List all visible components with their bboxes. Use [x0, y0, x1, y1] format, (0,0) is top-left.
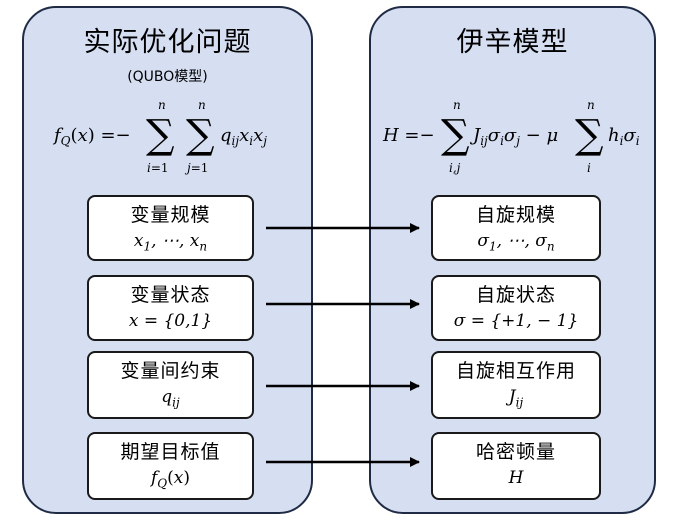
box-value: σ = {+1, − 1} — [453, 311, 579, 331]
box-variable-constraint: 变量间约束 qij — [87, 351, 254, 419]
box-variable-state: 变量状态 x = {0,1} — [87, 275, 254, 341]
svg-text:∑: ∑ — [575, 112, 604, 158]
svg-text:fQ(x) =−: fQ(x) =− — [52, 125, 131, 148]
box-value: σ1, ⋯, σn — [477, 231, 555, 254]
svg-text:Jijσiσj − μ: Jijσiσj − μ — [469, 125, 558, 148]
box-label: 变量规模 — [130, 204, 211, 226]
box-value: x = {0,1} — [128, 311, 213, 331]
ising-panel: 伊辛模型 H =− ∑ n i,j Jijσiσj − μ ∑ n i hiσi… — [369, 6, 656, 514]
qubo-formula-svg: fQ(x) =− ∑ n i=1 ∑ n j=1 qijxixj — [52, 98, 267, 175]
box-value: fQ(x) — [150, 468, 190, 491]
qubo-panel-title: 实际优化问题 — [83, 27, 252, 58]
box-hamiltonian: 哈密顿量 H — [431, 432, 601, 500]
box-spin-state: 自旋状态 σ = {+1, − 1} — [431, 275, 601, 341]
qubo-panel: 实际优化问题 (QUBO模型) fQ(x) =− ∑ n i=1 ∑ n j=1… — [22, 6, 313, 514]
svg-text:n: n — [198, 98, 206, 112]
box-label: 自旋相互作用 — [455, 360, 576, 382]
ising-formula-svg: H =− ∑ n i,j Jijσiσj − μ ∑ n i hiσi — [382, 98, 640, 175]
box-label: 期望目标值 — [120, 441, 221, 463]
box-value: qij — [161, 387, 180, 410]
box-spin-interaction: 自旋相互作用 Jij — [431, 351, 601, 419]
svg-text:∑: ∑ — [441, 112, 470, 158]
box-label: 变量间约束 — [120, 360, 221, 382]
qubo-panel-subtitle: (QUBO模型) — [127, 69, 208, 85]
ising-panel-title: 伊辛模型 — [456, 27, 569, 58]
svg-text:i=1: i=1 — [147, 161, 169, 175]
box-value: x1, ⋯, xn — [133, 231, 208, 254]
box-label: 变量状态 — [130, 284, 211, 306]
svg-text:j=1: j=1 — [184, 161, 208, 175]
box-value: Jij — [508, 387, 524, 410]
box-label: 自旋规模 — [475, 204, 556, 226]
svg-text:i,j: i,j — [449, 161, 461, 175]
svg-text:∑: ∑ — [186, 112, 215, 158]
box-value: H — [508, 468, 524, 488]
svg-text:n: n — [587, 98, 595, 112]
box-spin-scale: 自旋规模 σ1, ⋯, σn — [431, 195, 601, 261]
box-label: 哈密顿量 — [475, 441, 556, 463]
svg-text:∑: ∑ — [146, 112, 175, 158]
box-label: 自旋状态 — [475, 284, 556, 306]
svg-text:i: i — [587, 161, 591, 175]
box-variable-scale: 变量规模 x1, ⋯, xn — [87, 195, 254, 261]
svg-text:hiσi: hiσi — [608, 125, 640, 148]
svg-text:n: n — [158, 98, 166, 112]
ising-hamiltonian-formula: H =− ∑ n i,j Jijσiσj − μ ∑ n i hiσi — [371, 94, 654, 175]
box-target-value: 期望目标值 fQ(x) — [87, 432, 254, 500]
svg-text:n: n — [453, 98, 461, 112]
svg-text:H =−: H =− — [382, 125, 435, 146]
qubo-objective-formula: fQ(x) =− ∑ n i=1 ∑ n j=1 qijxixj — [24, 94, 311, 175]
